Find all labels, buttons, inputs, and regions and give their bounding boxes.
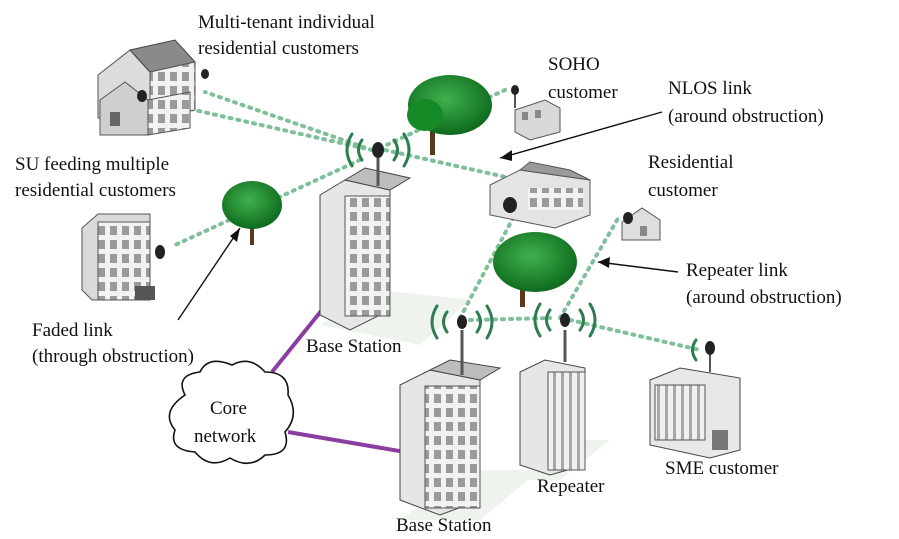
- bs2-wave-right-2: [485, 304, 494, 340]
- soho-customer-building: [511, 85, 561, 141]
- repeater-wave-right-2: [588, 302, 597, 338]
- text-labels: Multi-tenant individual residential cust…: [15, 12, 842, 536]
- link-bs1-multitenant-2: [148, 98, 374, 152]
- bs1-wave-right-1: [392, 138, 399, 162]
- label-faded-1: Faded link: [32, 320, 113, 341]
- bs1-wave-left-2: [345, 132, 354, 168]
- link-bs2-residential-building: [458, 203, 522, 320]
- backhaul-bs2: [287, 430, 406, 454]
- label-su-feeding-1: SU feeding multiple: [15, 154, 169, 175]
- label-soho-2: customer: [548, 82, 618, 103]
- repeater-wave-left-1: [545, 308, 552, 332]
- annotation-arrows: [177, 111, 679, 321]
- label-core-2: network: [194, 426, 257, 447]
- su-feeding-building: [81, 213, 165, 301]
- label-nlos-2: (around obstruction): [668, 106, 824, 127]
- faded-link-arrow: [177, 227, 241, 321]
- link-repeater-sme: [568, 318, 702, 352]
- label-multi-tenant-1: Multi-tenant individual: [198, 12, 375, 33]
- repeater-wave-left-2: [533, 302, 542, 338]
- bs1-wave-left-1: [357, 138, 364, 162]
- nlos-arrow: [499, 111, 663, 159]
- nlos-residential-building: [489, 161, 591, 229]
- link-bs1-multitenant: [203, 90, 374, 152]
- tree-center: [493, 232, 577, 307]
- label-base-station-2: Base Station: [396, 515, 492, 536]
- label-core-1: Core: [210, 398, 247, 419]
- label-sme-customer: SME customer: [665, 458, 779, 479]
- label-repeater: Repeater: [537, 476, 605, 497]
- label-residential-1: Residential: [648, 152, 733, 173]
- repeater-wave-right-1: [578, 308, 585, 332]
- link-bs2-repeater: [468, 316, 552, 322]
- label-residential-2: customer: [648, 180, 718, 201]
- base-station-1-building: [319, 132, 412, 331]
- link-repeater-residential: [558, 213, 622, 320]
- label-repeater-link-1: Repeater link: [686, 260, 788, 281]
- multi-tenant-houses: [97, 39, 209, 136]
- bs2-wave-right-1: [475, 310, 482, 334]
- tree-left: [222, 181, 282, 245]
- core-network-cloud: [168, 360, 295, 465]
- tree-top: [407, 75, 492, 155]
- label-faded-2: (through obstruction): [32, 346, 194, 367]
- bs2-wave-left-2: [430, 304, 439, 340]
- base-station-2-building: [399, 304, 502, 516]
- link-bs1-su: [173, 158, 362, 247]
- link-bs1-nlos: [383, 148, 512, 180]
- bs1-wave-right-2: [402, 132, 411, 168]
- sme-customer-building: [649, 338, 741, 459]
- residential-customer-house: [621, 207, 661, 241]
- label-multi-tenant-2: residential customers: [198, 38, 359, 59]
- label-su-feeding-2: residential customers: [15, 180, 176, 201]
- label-repeater-link-2: (around obstruction): [686, 287, 842, 308]
- repeater-link-arrow: [597, 261, 679, 273]
- label-soho-1: SOHO: [548, 54, 600, 75]
- repeater-tower: [519, 302, 597, 476]
- bs2-wave-left-1: [442, 310, 449, 334]
- sme-wave-left: [691, 338, 698, 362]
- label-base-station-1: Base Station: [306, 336, 402, 357]
- label-nlos-1: NLOS link: [668, 78, 752, 99]
